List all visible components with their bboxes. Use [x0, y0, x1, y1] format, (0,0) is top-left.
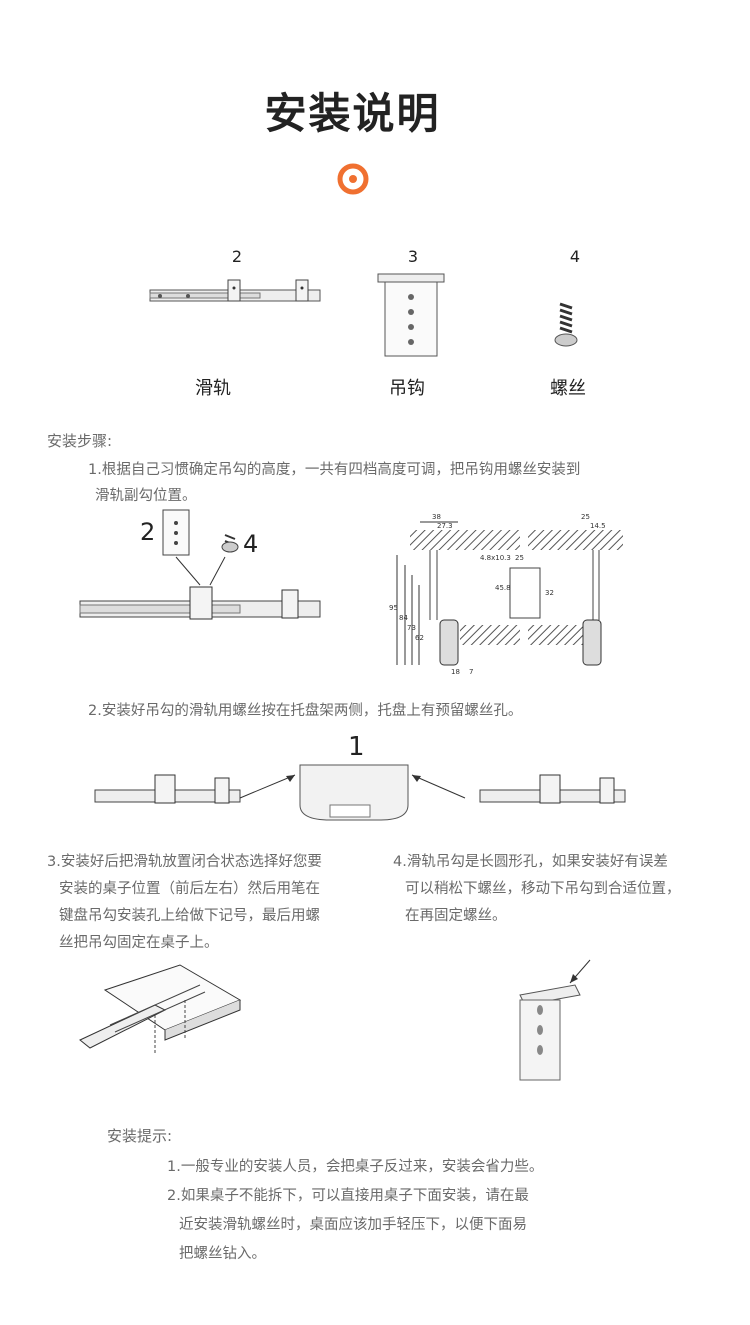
- step1-assembly-diagram: [79, 509, 321, 620]
- part-label: 滑轨: [195, 378, 231, 399]
- step3-text: 3.安装好后把滑轨放置闭合状态选择好您要 安装的桌子位置（前后左右）然后用笔在 …: [47, 849, 322, 957]
- desk-mounting-diagram: [79, 964, 242, 1055]
- callout-number: 4: [243, 530, 259, 558]
- callout-number: 1: [348, 732, 365, 762]
- dimension-drawing: 38 27.3 4.8x10.3 25 45.8 32 95 84 73 62 …: [389, 513, 623, 676]
- dimension-label: 95: [389, 604, 398, 612]
- tip-line: 把螺丝钻入。: [179, 1246, 266, 1262]
- page-title: 安装说明: [264, 89, 441, 138]
- dimension-label: 25: [581, 513, 590, 521]
- tips-heading: 安装提示:: [107, 1127, 173, 1145]
- tips-list: 1.一般专业的安装人员，会把桌子反过来，安装会省力些。 2.如果桌子不能拆下，可…: [167, 1153, 543, 1269]
- target-icon: [337, 163, 369, 195]
- dimension-label: 38: [432, 513, 441, 521]
- part-number: 2: [231, 247, 243, 266]
- dimension-label: 25: [515, 554, 524, 562]
- dimension-label: 73: [407, 624, 416, 632]
- dimension-label: 62: [415, 634, 424, 642]
- dimension-label: 4.8x10.3: [480, 554, 511, 562]
- dimension-label: 27.3: [437, 522, 453, 530]
- steps-heading: 安装步骤:: [47, 432, 113, 450]
- dimension-label: 45.8: [495, 584, 511, 592]
- step1-line: 滑轨副勾位置。: [95, 488, 197, 504]
- dimension-label: 18: [451, 668, 460, 676]
- tip-line: 近安装滑轨螺丝时，桌面应该加手轻压下，以便下面易: [179, 1217, 527, 1233]
- part-label: 吊钩: [389, 378, 425, 399]
- step3-line: 丝把吊勾固定在桌子上。: [59, 935, 219, 951]
- part-number: 3: [407, 247, 419, 266]
- step3-line: 安装的桌子位置（前后左右）然后用笔在: [59, 881, 320, 897]
- dimension-label: 32: [545, 589, 554, 597]
- hook-bracket-image: [377, 273, 445, 357]
- step3-line: 3.安装好后把滑轨放置闭合状态选择好您要: [47, 854, 322, 870]
- step2-text: 2.安装好吊勾的滑轨用螺丝按在托盘架两侧，托盘上有预留螺丝孔。: [88, 703, 523, 719]
- hook-slot-diagram: [519, 959, 591, 1081]
- dimension-label: 14.5: [590, 522, 606, 530]
- slide-rail-image: [149, 279, 321, 302]
- step2-assembly-diagram: [94, 764, 626, 821]
- dimension-label: 84: [399, 614, 408, 622]
- tip-line: 1.一般专业的安装人员，会把桌子反过来，安装会省力些。: [167, 1159, 544, 1175]
- callout-number: 2: [140, 518, 156, 546]
- step4-line: 4.滑轨吊勾是长圆形孔，如果安装好有误差: [393, 854, 668, 870]
- tip-line: 2.如果桌子不能拆下，可以直接用桌子下面安装，请在最: [167, 1188, 529, 1204]
- screw-image: [554, 302, 578, 347]
- dimension-label: 7: [469, 668, 473, 676]
- step4-line: 在再固定螺丝。: [405, 908, 507, 924]
- step4-text: 4.滑轨吊勾是长圆形孔，如果安装好有误差 可以稍松下螺丝，移动下吊勾到合适位置，…: [393, 849, 681, 930]
- step3-line: 键盘吊勾安装孔上给做下记号，最后用螺: [59, 908, 320, 924]
- step1-line: 1.根据自己习惯确定吊勾的高度，一共有四档高度可调，把吊钩用螺丝安装到: [88, 462, 581, 478]
- part-number: 4: [569, 247, 581, 266]
- part-label: 螺丝: [550, 378, 586, 399]
- step4-line: 可以稍松下螺丝，移动下吊勾到合适位置，: [405, 881, 681, 897]
